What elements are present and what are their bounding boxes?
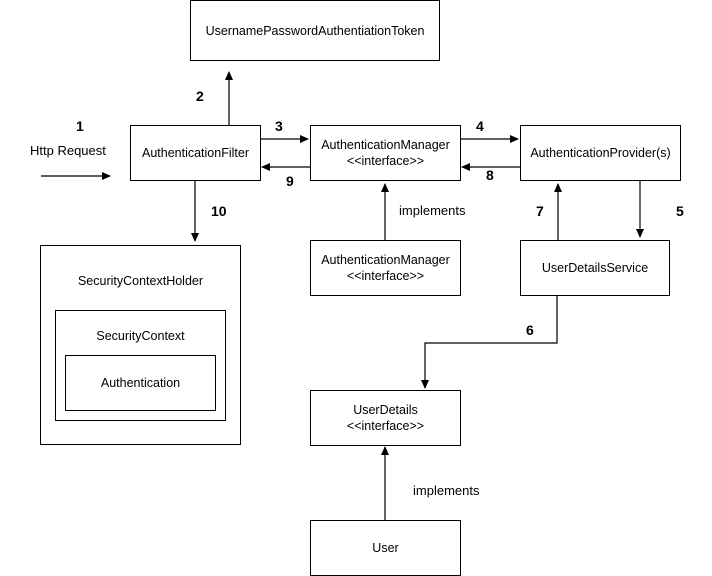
security-context-holder-label: SecurityContextHolder [77, 274, 204, 288]
token-box: UsernamePasswordAuthentiationToken [190, 0, 440, 61]
token-label: UsernamePasswordAuthentiationToken [205, 23, 425, 38]
authentication-manager-impl-box: AuthenticationManager <<interface>> [310, 240, 461, 296]
user-label: User [372, 541, 399, 555]
user-details-label: UserDetails [353, 403, 418, 417]
user-details-service-label: UserDetailsService [541, 261, 649, 275]
step-3-label: 3 [275, 118, 283, 134]
authentication-manager-impl-stereotype: <<interface>> [346, 269, 425, 283]
authentication-manager-label: AuthenticationManager [321, 138, 450, 152]
step-2-label: 2 [196, 88, 204, 104]
step-7-label: 7 [536, 203, 544, 219]
step-5-label: 5 [676, 203, 684, 219]
step-10-label: 10 [211, 203, 227, 219]
user-details-service-box: UserDetailsService [520, 240, 670, 296]
authentication-box: Authentication [65, 355, 216, 411]
step-8-label: 8 [486, 167, 494, 183]
user-details-box: UserDetails <<interface>> [310, 390, 461, 446]
http-request-label: Http Request [30, 143, 106, 158]
authentication-manager-stereotype: <<interface>> [346, 154, 425, 168]
authentication-manager-impl-label: AuthenticationManager [321, 253, 450, 267]
step-6-label: 6 [526, 322, 534, 338]
authentication-provider-label: AuthenticationProvider(s) [530, 146, 671, 160]
step-9-label: 9 [286, 173, 294, 189]
authentication-provider-box: AuthenticationProvider(s) [520, 125, 681, 181]
step-4-label: 4 [476, 118, 484, 134]
implements-user-label: implements [413, 483, 480, 498]
user-box: User [310, 520, 461, 576]
user-details-stereotype: <<interface>> [346, 419, 425, 433]
authentication-filter-box: AuthenticationFilter [130, 125, 261, 181]
authentication-label: Authentication [100, 376, 181, 390]
arrow-uds-to-userdetails [421, 296, 558, 389]
implements-manager-label: implements [399, 203, 466, 218]
step-1-label: 1 [76, 118, 84, 134]
security-context-label: SecurityContext [96, 329, 185, 343]
authentication-filter-label: AuthenticationFilter [141, 146, 249, 160]
authentication-manager-box: AuthenticationManager <<interface>> [310, 125, 461, 181]
